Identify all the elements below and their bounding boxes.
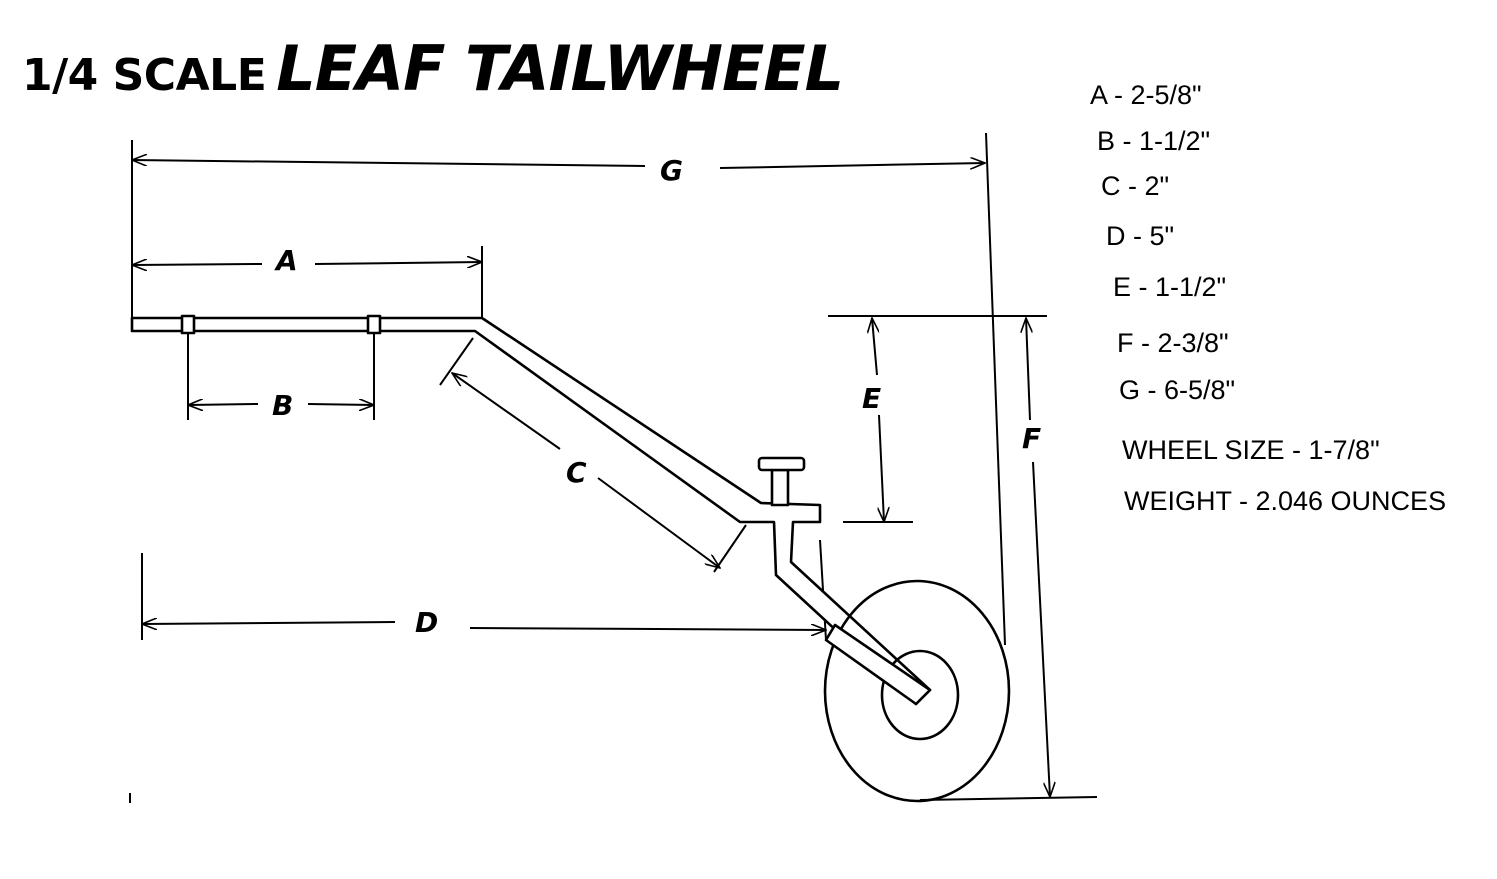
title-part-name: LEAF TAILWHEEL bbox=[276, 32, 844, 105]
spec-dimension-c: C - 2" bbox=[1101, 171, 1170, 201]
dimension-label-c: C bbox=[566, 456, 587, 489]
dimension-line-a-left bbox=[132, 264, 263, 265]
spec-dimension-e: E - 1-1/2" bbox=[1113, 272, 1227, 302]
steering-arm-cap bbox=[757, 456, 806, 472]
dimension-line-f-lower bbox=[1032, 461, 1050, 797]
dimension-line-b-left bbox=[188, 404, 259, 405]
dimension-line-g-left bbox=[132, 160, 646, 167]
extension-line-c-start bbox=[439, 337, 474, 386]
mounting-bolt-2 bbox=[366, 314, 382, 335]
dimension-label-f: F bbox=[1022, 422, 1041, 455]
spec-wheel-size: WHEEL SIZE - 1-7/8" bbox=[1122, 435, 1380, 465]
spec-dimension-f: F - 2-3/8" bbox=[1117, 328, 1229, 358]
spec-dimension-g: G - 6-5/8" bbox=[1119, 375, 1236, 405]
spec-dimension-a: A - 2-5/8" bbox=[1090, 80, 1202, 110]
dimension-line-e-lower bbox=[879, 414, 884, 522]
dimension-line-c-upper bbox=[452, 373, 561, 450]
tailwheel-hub bbox=[880, 649, 960, 741]
title-scale: 1/4 SCALE bbox=[22, 50, 267, 101]
dimension-line-f-upper bbox=[1026, 318, 1030, 421]
dimension-line-d-left bbox=[142, 622, 396, 624]
dimension-line-a-right bbox=[314, 262, 482, 264]
mounting-bolt-1 bbox=[180, 314, 196, 335]
dimension-line-e-upper bbox=[872, 318, 877, 376]
spec-weight: WEIGHT - 2.046 OUNCES bbox=[1124, 486, 1447, 516]
dimension-label-d: D bbox=[415, 606, 438, 639]
wheel-axle-arm bbox=[824, 623, 932, 706]
steering-post bbox=[770, 468, 790, 507]
tailwheel-tire bbox=[823, 579, 1011, 803]
dimension-label-b: B bbox=[272, 389, 293, 422]
dimension-label-e: E bbox=[862, 382, 881, 415]
dimension-label-g: G bbox=[660, 154, 683, 187]
extension-line-right-g bbox=[985, 132, 1006, 646]
dimension-line-c-lower bbox=[597, 477, 720, 568]
spec-dimension-d: D - 5" bbox=[1106, 221, 1175, 251]
dimension-line-g-right bbox=[719, 163, 985, 168]
spec-dimension-b: B - 1-1/2" bbox=[1097, 126, 1211, 156]
extension-line-c-end bbox=[713, 524, 747, 573]
dimension-line-b-right bbox=[307, 404, 374, 405]
dimension-line-d-right bbox=[469, 628, 826, 630]
extension-line-ground bbox=[919, 796, 1098, 801]
leaf-spring-bracket bbox=[130, 316, 932, 706]
dimension-label-a: A bbox=[274, 244, 298, 277]
